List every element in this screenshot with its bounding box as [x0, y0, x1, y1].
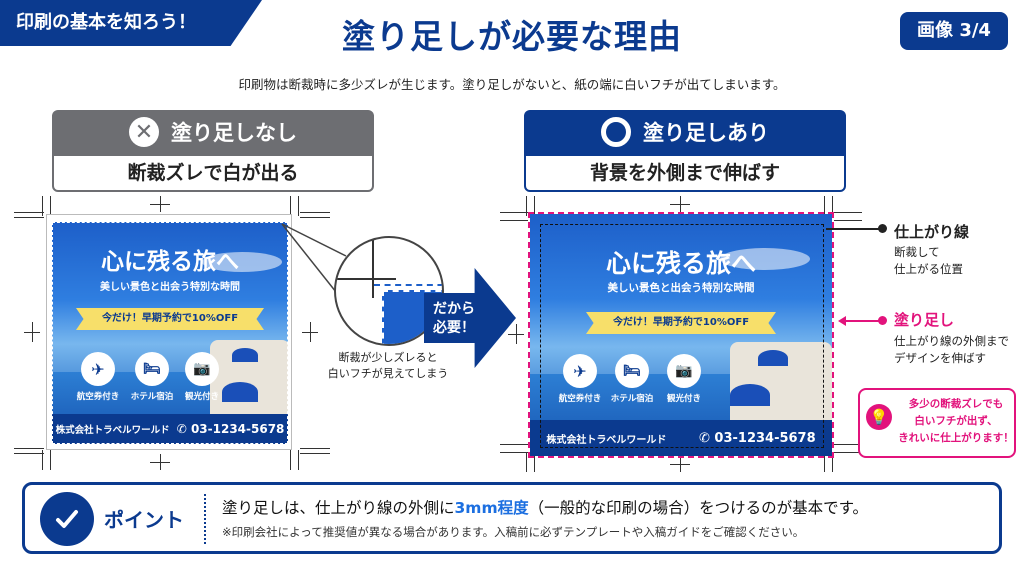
feature-sightseeing: 📷 観光付き — [654, 354, 714, 404]
ad-footer: 株式会社トラベルワールド ✆ 03-1234-5678 — [530, 420, 832, 456]
phone-line: ✆ 03-1234-5678 — [176, 422, 285, 436]
point-main-after: （一般的な印刷の場合）をつけるのが基本です。 — [528, 499, 869, 517]
point-highlight: 3mm程度 — [454, 499, 529, 517]
tip-line: 白いフチが出ず、 — [914, 415, 998, 427]
trim-desc-line: 仕上がる位置 — [894, 262, 963, 276]
trim-callout-line — [826, 228, 884, 230]
airplane-icon: ✈ — [563, 354, 597, 388]
feature-label: 航空券付き — [558, 394, 602, 404]
left-ad-card: 心に残る旅へ 美しい景色と出会う特別な時間 今だけ！早期予約で10%OFF ✈ … — [52, 222, 288, 444]
trim-desc-line: 断裁して — [894, 245, 940, 259]
tip-line: きれいに仕上がります！ — [898, 432, 1014, 444]
feature-hotel: 🛏 ホテル宿泊 — [602, 354, 662, 404]
right-ad-card: 心に残る旅へ 美しい景色と出会う特別な時間 今だけ！早期予約で10%OFF ✈ … — [530, 214, 832, 456]
left-panel-header-label: 塗り足しなし — [171, 121, 297, 145]
tip-line: 多少の断裁ズレでも — [908, 398, 1004, 410]
series-tag: 印刷の基本を知ろう！ — [0, 0, 262, 46]
feature-label: ホテル宿泊 — [610, 394, 654, 404]
zoom-connector — [281, 223, 347, 293]
right-panel-header-label: 塗り足しあり — [643, 121, 769, 145]
airplane-icon: ✈ — [81, 352, 115, 386]
ad-subtitle: 美しい景色と出会う特別な時間 — [607, 282, 755, 294]
zoom-note-line: 断裁が少しズレると — [338, 351, 438, 364]
feature-label: 航空券付き — [76, 392, 120, 402]
bleed-desc: 仕上がり線の外側まで デザインを伸ばす — [894, 333, 1009, 367]
ad-ribbon: 今だけ！早期予約で10%OFF — [586, 312, 776, 334]
feature-hotel: 🛏 ホテル宿泊 — [122, 352, 182, 402]
trim-line — [540, 224, 824, 448]
feature-label: 観光付き — [666, 394, 701, 404]
x-circle-icon: ✕ — [129, 117, 159, 147]
trim-line-label: 仕上がり線 — [894, 223, 970, 241]
bleed-callout-line — [846, 320, 882, 322]
blue-dome — [232, 348, 258, 362]
ad-title: 心に残る旅へ — [101, 249, 239, 275]
bed-icon: 🛏 — [615, 354, 649, 388]
camera-icon: 📷 — [185, 352, 219, 386]
arrow-text: だから 必要！ — [426, 300, 482, 338]
left-trim-line — [52, 222, 288, 444]
page-subtitle: 印刷物は断裁時に多少ズレが生じます。塗り足しがないと、紙の端に白いフチが出てしま… — [238, 77, 786, 92]
lightbulb-icon: 💡 — [866, 404, 892, 430]
feature-label: ホテル宿泊 — [130, 392, 174, 402]
left-panel-header: ✕ 塗り足しなし — [52, 110, 374, 154]
point-box — [22, 482, 1002, 554]
page-title: 塗り足しが必要な理由 — [342, 17, 682, 56]
point-label: ポイント — [104, 508, 184, 532]
page-badge: 画像 3/4 — [900, 12, 1008, 50]
tip-text: 多少の断裁ズレでも 白いフチが出ず、 きれいに仕上がります！ — [898, 396, 1014, 447]
ad-footer: 株式会社トラベルワールド ✆ 03-1234-5678 — [52, 414, 288, 444]
ad-subtitle: 美しい景色と出会う特別な時間 — [100, 282, 240, 293]
feature-airfare: ✈ 航空券付き — [550, 354, 610, 404]
bed-icon: 🛏 — [135, 352, 169, 386]
left-panel-subheader: 断裁ズレで白が出る — [52, 154, 374, 192]
company-name: 株式会社トラベルワールド — [55, 425, 170, 436]
ad-title: 心に残る旅へ — [605, 249, 756, 278]
phone-line: ✆ 03-1234-5678 — [698, 430, 816, 446]
bleed-desc-line: デザインを伸ばす — [894, 351, 986, 365]
bleed-callout-arrow — [838, 316, 846, 326]
company-name: 株式会社トラベルワールド — [546, 434, 667, 446]
feature-sightseeing: 📷 観光付き — [172, 352, 232, 402]
phone-icon: ✆ — [698, 430, 715, 446]
right-panel-header: 塗り足しあり — [524, 110, 846, 154]
right-panel-subheader: 背景を外側まで伸ばす — [524, 154, 846, 192]
zoom-note: 断裁が少しズレると 白いフチが見えてしまう — [318, 350, 458, 382]
checkmark-icon — [40, 492, 94, 546]
trim-line-desc: 断裁して 仕上がる位置 — [894, 244, 963, 278]
camera-icon: 📷 — [667, 354, 701, 388]
blue-dome — [758, 350, 788, 366]
point-main-before: 塗り足しは、仕上がり線の外側に — [222, 499, 455, 517]
feature-label: 観光付き — [184, 392, 219, 402]
zoom-note-line: 白いフチが見えてしまう — [327, 367, 449, 380]
point-note: ※印刷会社によって推奨値が異なる場合があります。入稿前に必ずテンプレートや入稿ガ… — [222, 525, 805, 539]
trim-callout-dot — [878, 224, 887, 233]
arrow-text-line: 必要！ — [433, 320, 475, 336]
zoom-magnifier — [334, 236, 444, 346]
bleed-line — [528, 212, 834, 458]
o-circle-icon — [601, 117, 631, 147]
point-main-text: 塗り足しは、仕上がり線の外側に3mm程度（一般的な印刷の場合）をつけるのが基本で… — [222, 496, 868, 518]
feature-airfare: ✈ 航空券付き — [68, 352, 128, 402]
bleed-callout-dot — [878, 316, 887, 325]
ad-ribbon: 今だけ！早期予約で10%OFF — [76, 308, 264, 330]
phone-icon: ✆ — [176, 422, 191, 436]
bleed-desc-line: 仕上がり線の外側まで — [894, 334, 1009, 348]
bleed-label: 塗り足し — [894, 311, 955, 329]
arrow-text-line: だから — [433, 301, 475, 317]
point-divider — [204, 494, 206, 544]
